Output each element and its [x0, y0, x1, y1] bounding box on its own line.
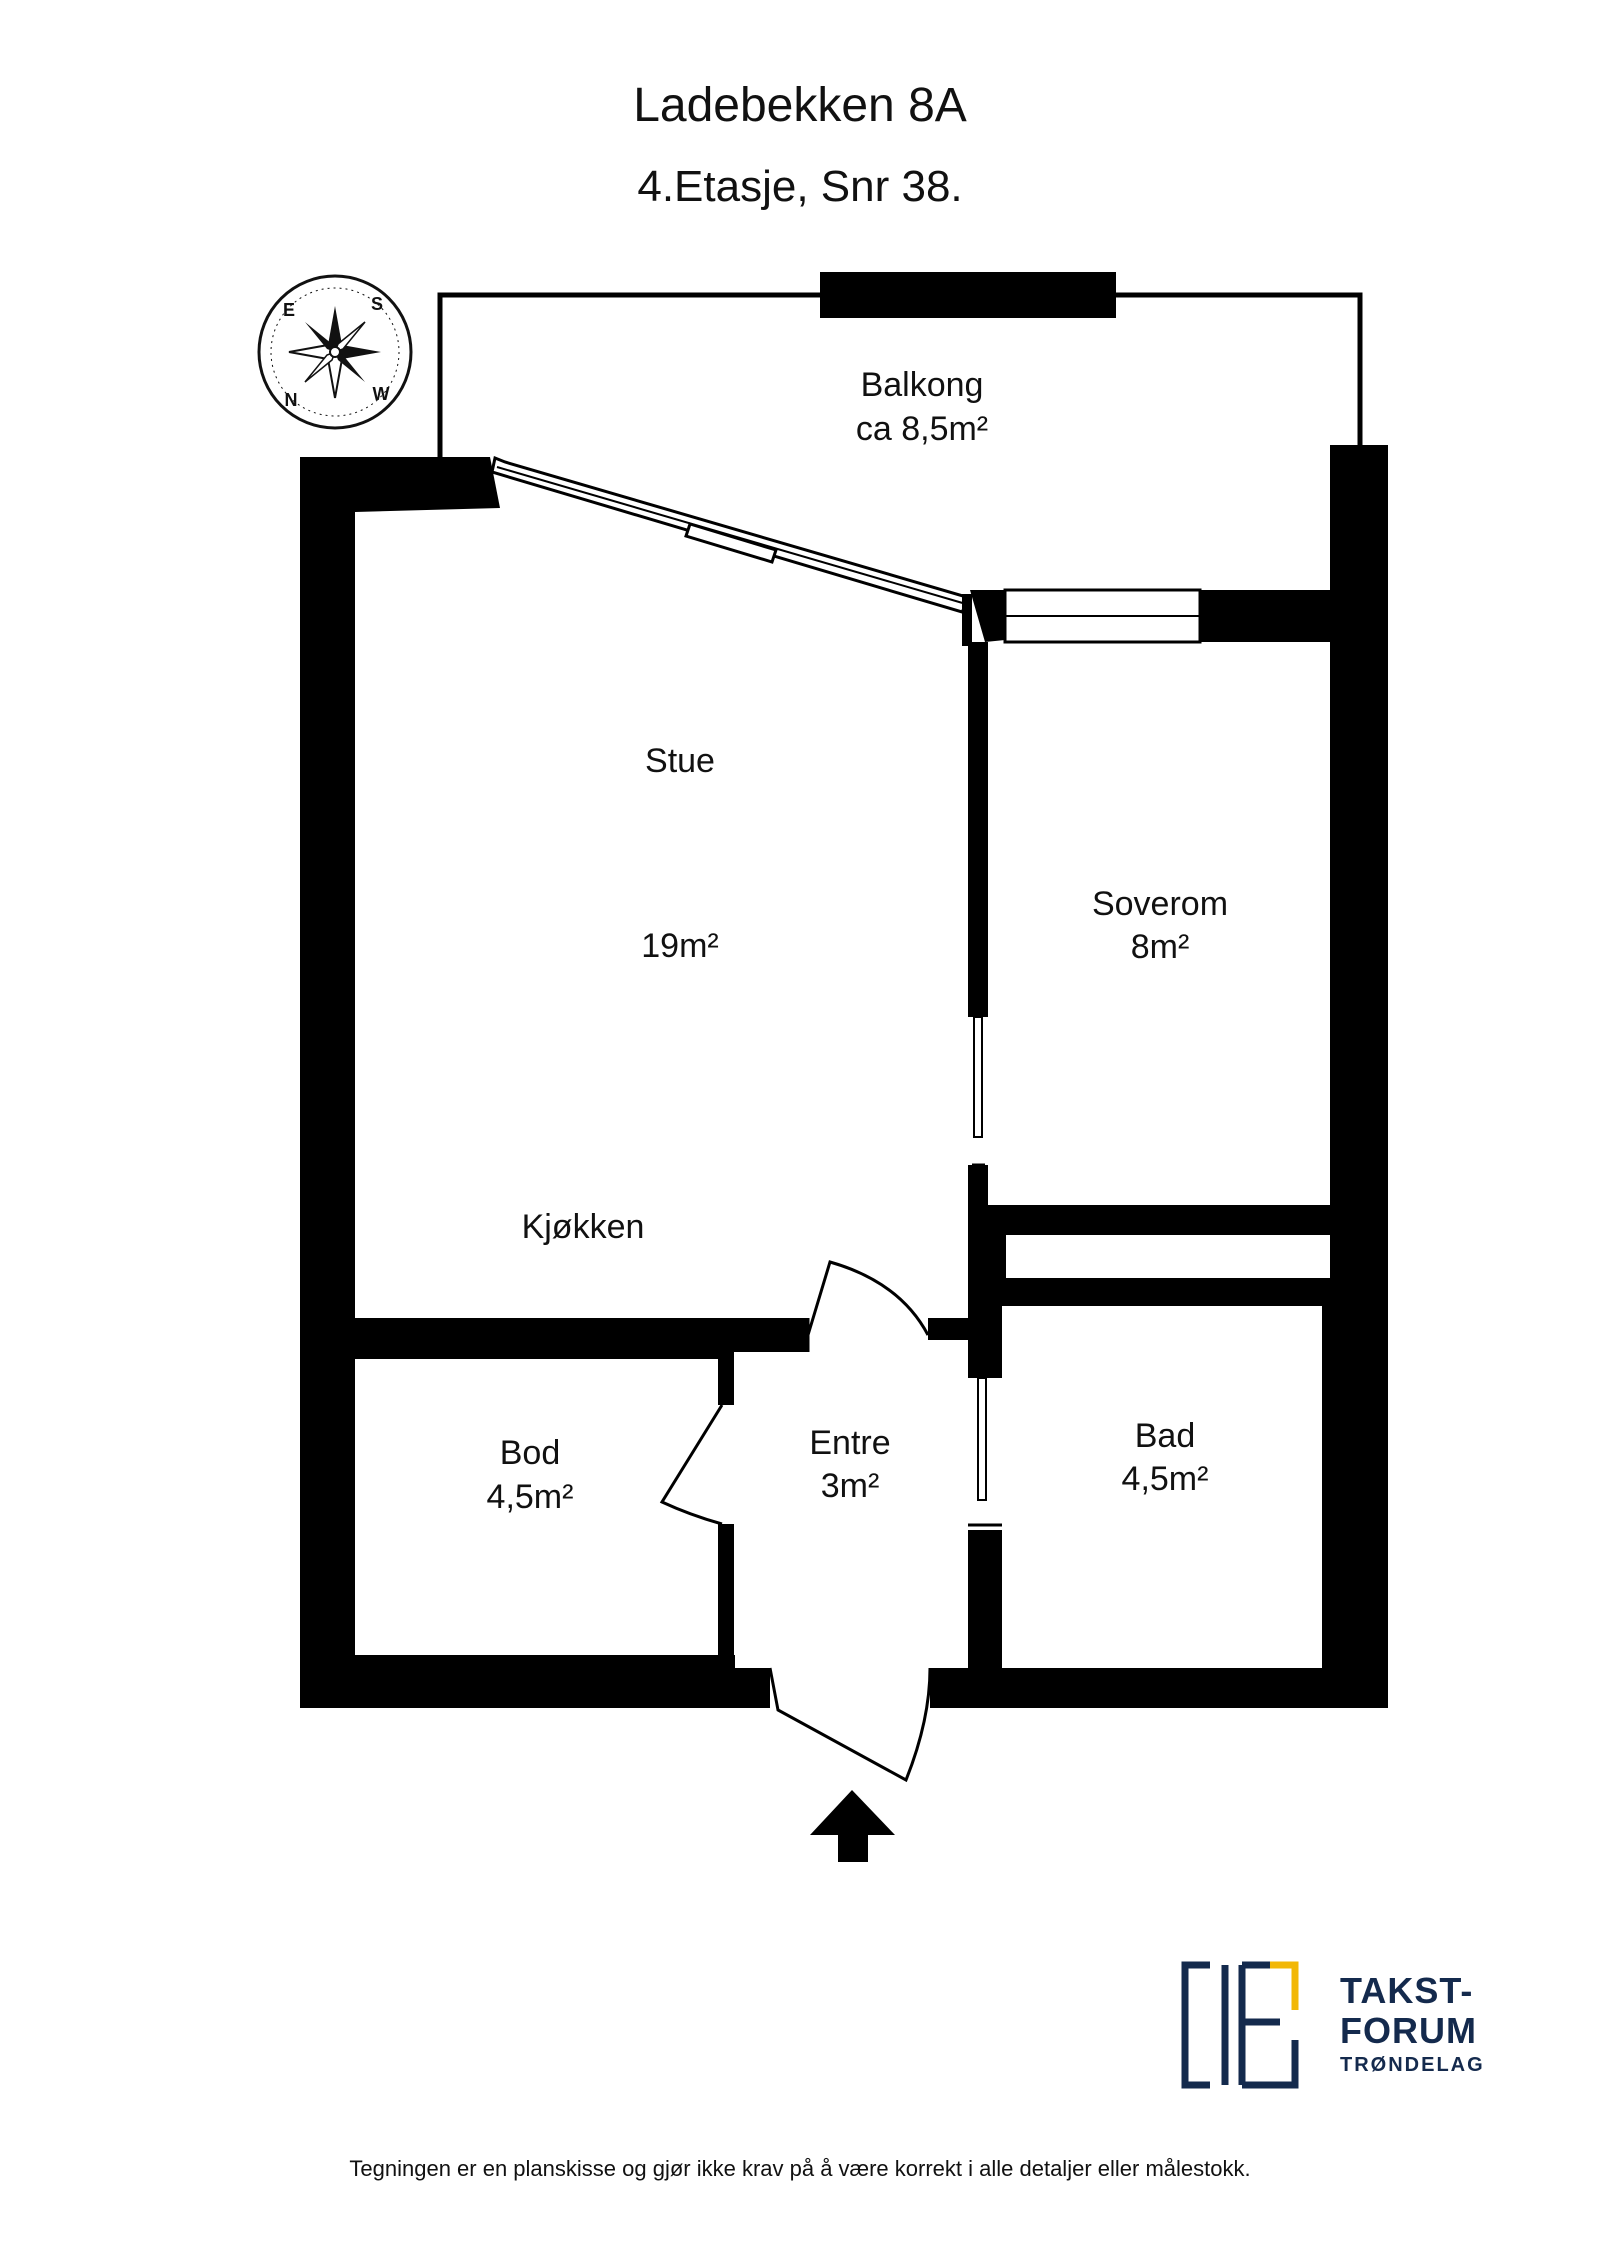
bad-area: 4,5m²	[1122, 1460, 1209, 1498]
compass-north-label: N	[285, 390, 298, 410]
bath-door	[968, 1377, 1002, 1527]
compass-south-label: S	[371, 294, 383, 314]
sliding-door	[490, 455, 973, 646]
bod-name: Bod	[500, 1434, 561, 1472]
disclaimer-text: Tegningen er en planskisse og gjør ikke …	[349, 2156, 1251, 2181]
soverom-name: Soverom	[1092, 885, 1228, 923]
entrance-arrow-icon	[810, 1790, 895, 1862]
outer-walls	[300, 445, 1388, 1708]
plan-title: Ladebekken 8A	[633, 79, 967, 132]
stue-area: 19m²	[641, 927, 718, 965]
takstforum-logo-icon	[1181, 1961, 1299, 2089]
logo-line-3: TRØNDELAG	[1340, 2054, 1485, 2076]
front-door	[768, 1667, 932, 1783]
bod-area: 4,5m²	[487, 1478, 574, 1516]
balcony-wall-segment	[820, 272, 1116, 318]
interior-walls	[355, 642, 1333, 1675]
takstforum-logo: TAKST- FORUM TRØNDELAG	[1180, 1960, 1500, 2090]
stue-name: Stue	[645, 742, 715, 780]
compass-east-label: E	[283, 300, 295, 320]
bedroom-window	[1003, 588, 1202, 644]
plan-subtitle: 4.Etasje, Snr 38.	[637, 162, 963, 211]
kjokken-name: Kjøkken	[522, 1208, 645, 1246]
entre-door-kitchen	[806, 1260, 930, 1352]
bad-name: Bad	[1135, 1417, 1196, 1455]
compass-icon: E S N W	[257, 274, 413, 430]
entre-area: 3m²	[821, 1467, 880, 1505]
logo-line-2: FORUM	[1340, 2010, 1477, 2051]
balkong-area: ca 8,5m²	[856, 410, 988, 448]
soverom-area: 8m²	[1131, 928, 1190, 966]
bedroom-door	[972, 1016, 985, 1167]
entre-name: Entre	[809, 1424, 890, 1462]
balkong-name: Balkong	[861, 366, 984, 404]
compass-west-label: W	[373, 384, 390, 404]
bod-door	[659, 1404, 724, 1526]
logo-line-1: TAKST-	[1340, 1970, 1474, 2011]
